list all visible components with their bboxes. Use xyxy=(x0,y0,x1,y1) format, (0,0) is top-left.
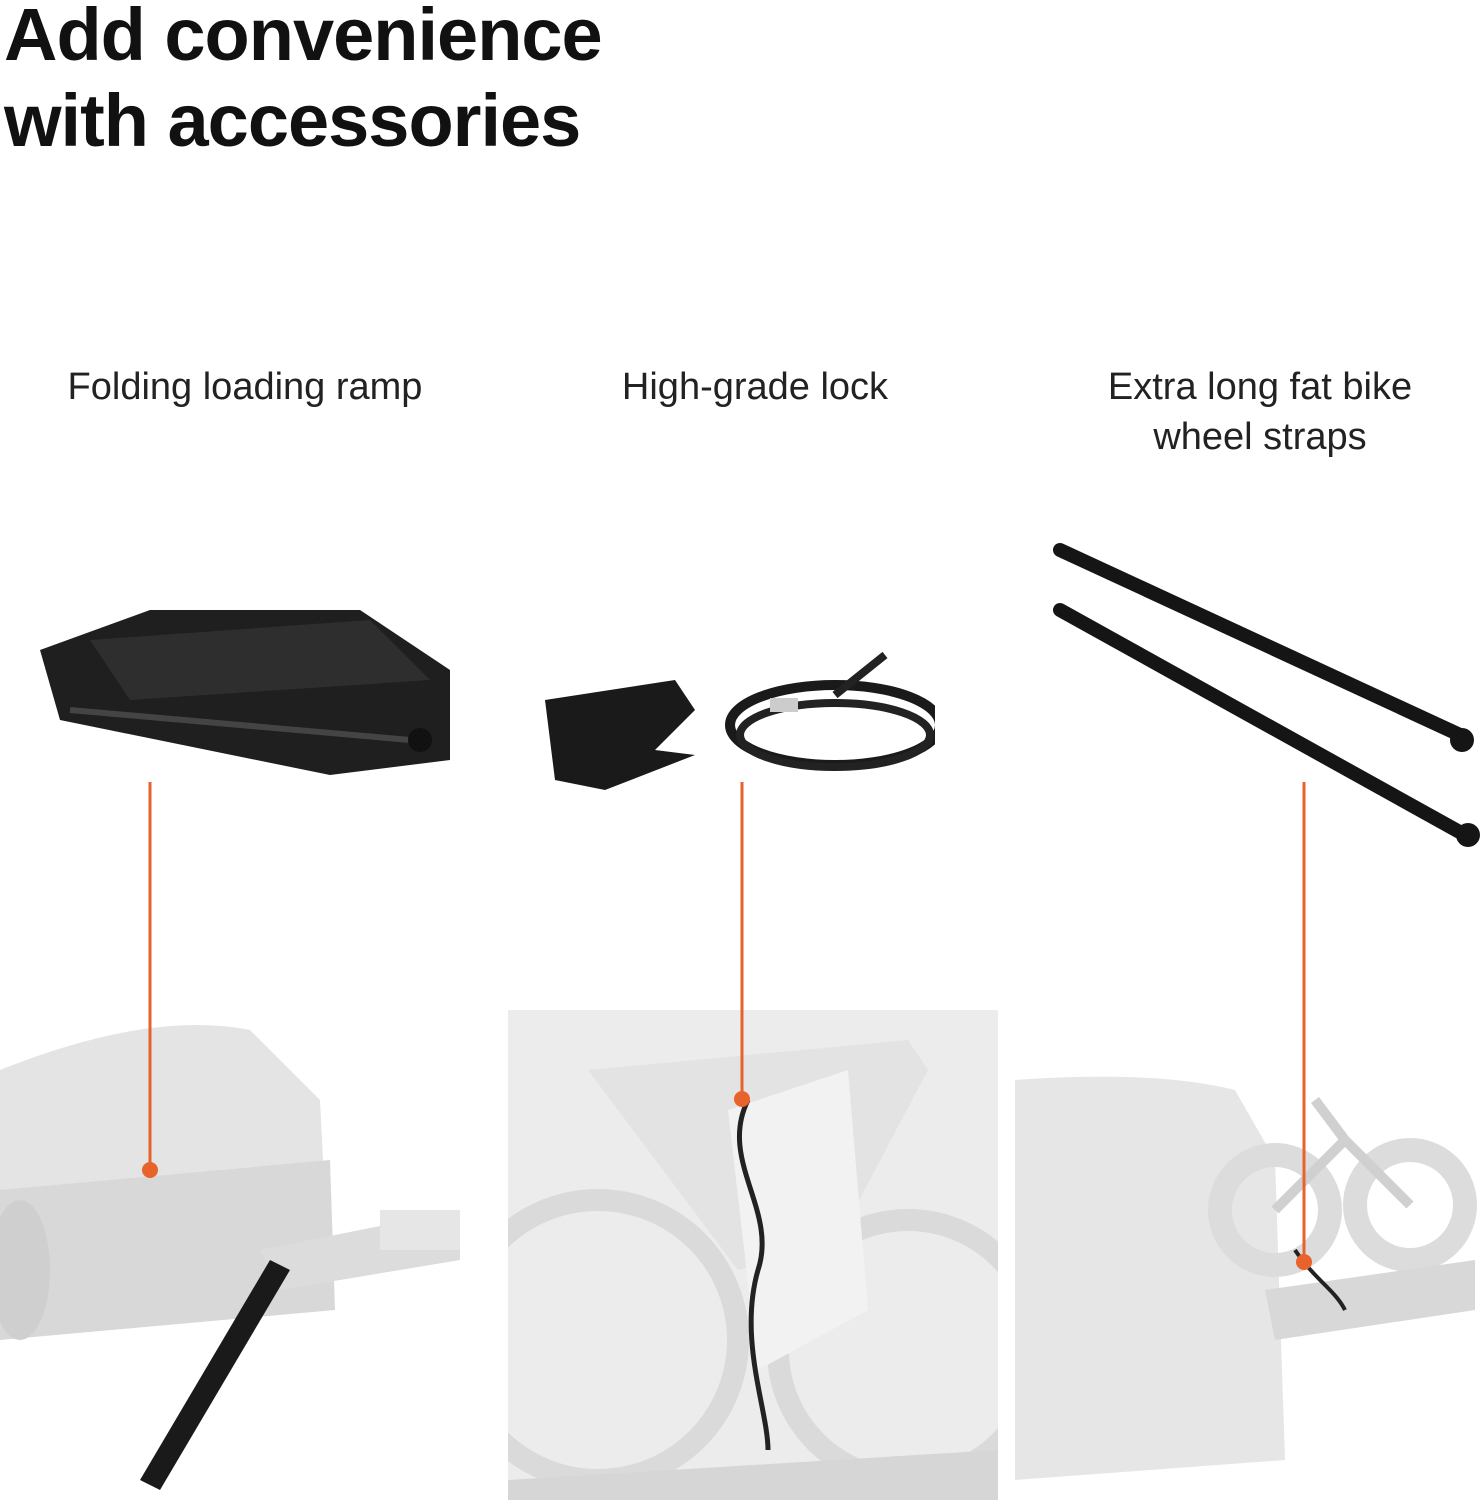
cable-lock-image xyxy=(535,640,945,805)
folding-ramp-image xyxy=(30,600,470,785)
page-title: Add convenience with accessories xyxy=(4,0,603,164)
fat-bike-scene xyxy=(1015,1010,1481,1500)
ramp-callout xyxy=(142,782,158,1178)
straps-label: Extra long fat bike wheel straps xyxy=(1040,362,1480,462)
straps-callout xyxy=(1296,782,1312,1270)
ramp-label: Folding loading ramp xyxy=(67,366,423,408)
lock-label: High-grade lock xyxy=(621,366,889,408)
straps-label-line-1: Extra long fat bike xyxy=(1107,366,1413,408)
car-with-ramp-scene xyxy=(0,1010,490,1500)
title-line-1: Add convenience xyxy=(4,0,603,76)
lock-callout xyxy=(734,782,750,1107)
straps-label-line-2: wheel straps xyxy=(1153,416,1367,458)
title-line-2: with accessories xyxy=(4,79,581,162)
bikes-locked-scene xyxy=(508,1010,998,1500)
wheel-straps-image xyxy=(1050,535,1480,870)
